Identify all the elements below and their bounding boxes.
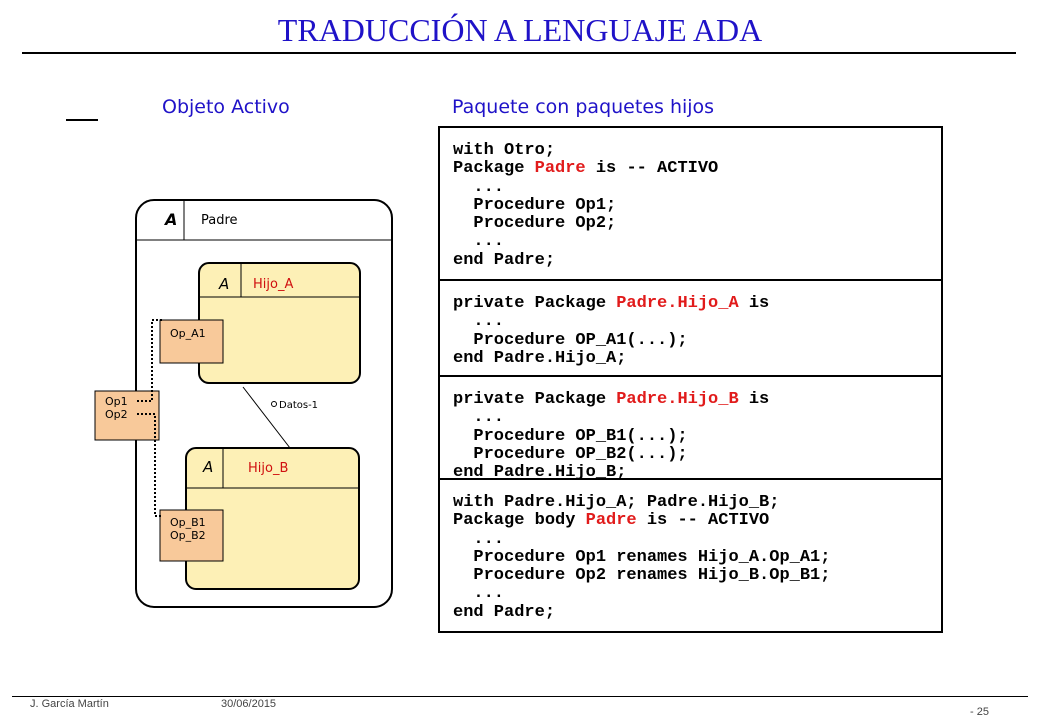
code-line: with Padre.Hijo_A; Padre.Hijo_B;	[453, 493, 941, 512]
padre-port	[94, 390, 160, 441]
code-text: is	[738, 294, 770, 313]
footer-divider	[12, 696, 1028, 697]
code-text: is -- ACTIVO	[636, 511, 770, 531]
title-divider	[22, 52, 1016, 54]
code-line: Package body Padre is -- ACTIVO	[453, 512, 941, 530]
code-line: Package Padre is -- ACTIVO	[453, 160, 941, 178]
op-a1-port	[159, 319, 224, 364]
short-divider	[66, 119, 98, 121]
code-text: with Padre.Hijo_A; Padre.Hijo_B;	[453, 493, 780, 512]
code-text: is -- ACTIVO	[585, 159, 719, 179]
datos-link	[242, 386, 291, 449]
code-text: Procedure OP_A1(...);	[453, 330, 688, 350]
code-line: ...	[453, 585, 941, 603]
code-text: Procedure OP_B1(...);	[453, 426, 688, 446]
code-line: Procedure OP_B2(...);	[453, 444, 941, 464]
op-b-port	[159, 509, 224, 562]
code-block-padre-body: with Padre.Hijo_A; Padre.Hijo_B;Package …	[438, 478, 943, 633]
hijo-b-marker: A	[202, 458, 213, 476]
code-text: ...	[453, 232, 505, 252]
code-identifier: Padre	[585, 511, 637, 531]
code-block-hijo-a-spec: private Package Padre.Hijo_A is ... Proc…	[438, 279, 943, 377]
delegation-op1-line	[137, 319, 162, 402]
code-line: ...	[453, 233, 941, 251]
code-line: with Otro;	[453, 141, 941, 160]
footer-page-number: - 25	[970, 706, 989, 718]
code-identifier: Padre.Hijo_B	[616, 390, 739, 409]
code-text: private Package	[453, 390, 617, 409]
left-heading: Objeto Activo	[162, 96, 290, 118]
code-line: end Padre;	[453, 602, 941, 622]
code-line: end Padre.Hijo_A;	[453, 348, 941, 368]
code-text: Procedure Op2;	[453, 214, 617, 234]
right-heading: Paquete con paquetes hijos	[452, 96, 715, 118]
page-title: TRADUCCIÓN A LENGUAJE ADA	[277, 12, 763, 48]
hijo-b-name: Hijo_B	[248, 461, 288, 476]
code-text: Procedure Op2 renames Hijo_B.Op_B1;	[453, 566, 831, 586]
code-line: ...	[453, 409, 941, 427]
code-text: with Otro;	[453, 141, 556, 160]
code-line: Procedure Op2;	[453, 215, 941, 233]
code-identifier: Padre.Hijo_A	[616, 294, 739, 313]
code-line: Procedure OP_A1(...);	[453, 330, 941, 350]
code-text: private Package	[453, 294, 617, 313]
code-line: ...	[453, 529, 941, 549]
code-text: Procedure OP_B2(...);	[453, 444, 688, 464]
hijo-a-name: Hijo_A	[253, 277, 293, 292]
code-line: private Package Padre.Hijo_A is	[453, 294, 941, 313]
code-text: is	[738, 390, 770, 409]
code-line: Procedure Op2 renames Hijo_B.Op_B1;	[453, 567, 941, 585]
code-text: ...	[453, 177, 505, 197]
code-text: Package	[453, 159, 535, 179]
code-line: Procedure Op1;	[453, 195, 941, 215]
code-line: ...	[453, 177, 941, 197]
op-b1-label: Op_B1	[170, 516, 206, 529]
delegation-op2-line	[137, 413, 162, 517]
code-text: Package body	[453, 511, 586, 531]
op-b2-label: Op_B2	[170, 529, 206, 542]
code-line: Procedure Op1 renames Hijo_A.Op_A1;	[453, 547, 941, 567]
padre-marker: A	[163, 210, 177, 229]
padre-name: Padre	[201, 213, 238, 228]
datos-link-label: Datos-1	[279, 400, 318, 411]
code-line: end Padre;	[453, 250, 941, 270]
code-text: end Padre.Hijo_B;	[453, 463, 627, 483]
hijo-a-marker: A	[218, 275, 229, 293]
code-text: ...	[453, 408, 505, 428]
code-text: Procedure Op1 renames Hijo_A.Op_A1;	[453, 547, 831, 567]
footer-author: J. García Martín	[30, 698, 109, 710]
code-text: end Padre;	[453, 250, 556, 270]
code-line: private Package Padre.Hijo_B is	[453, 390, 941, 409]
footer-date: 30/06/2015	[221, 698, 277, 710]
code-text: end Padre;	[453, 602, 556, 622]
datos-link-endpoint	[271, 401, 277, 407]
code-line: ...	[453, 313, 941, 331]
code-block-hijo-b-spec: private Package Padre.Hijo_B is ... Proc…	[438, 375, 943, 482]
op2-label: Op2	[105, 408, 128, 421]
code-text: Procedure Op1;	[453, 195, 617, 215]
code-text: end Padre.Hijo_A;	[453, 348, 627, 368]
op-a1-label: Op_A1	[170, 327, 206, 340]
op1-label: Op1	[105, 395, 128, 408]
code-text: ...	[453, 529, 505, 549]
code-identifier: Padre	[534, 159, 586, 179]
code-block-padre-spec: with Otro;Package Padre is -- ACTIVO ...…	[438, 126, 943, 281]
code-line: Procedure OP_B1(...);	[453, 426, 941, 446]
code-text: ...	[453, 584, 505, 604]
code-line: end Padre.Hijo_B;	[453, 464, 941, 482]
code-text: ...	[453, 312, 505, 332]
